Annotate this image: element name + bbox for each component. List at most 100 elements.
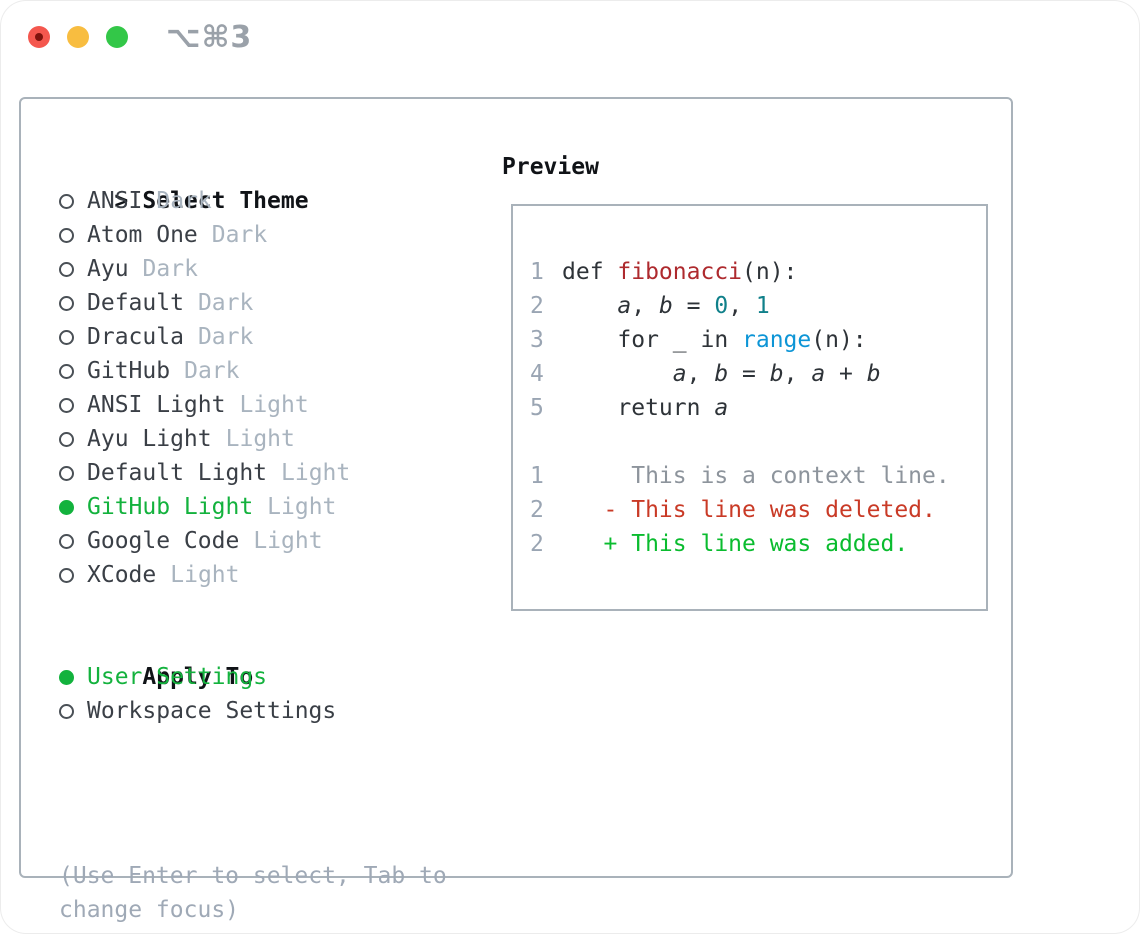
code-token-var: a bbox=[672, 361, 687, 387]
apply-to-title-text: Apply To bbox=[142, 664, 254, 690]
minimize-button[interactable] bbox=[67, 26, 89, 48]
radio-icon bbox=[59, 296, 74, 311]
theme-option-label: Ayu Light bbox=[87, 426, 212, 452]
theme-variant-badge: Dark bbox=[211, 222, 268, 248]
theme-variant-badge: Dark bbox=[156, 188, 212, 214]
apply-to-option-label: Workspace Settings bbox=[87, 698, 337, 724]
theme-option-label: ANSI Light bbox=[87, 392, 226, 418]
theme-option-label: XCode bbox=[87, 562, 157, 588]
code-token-plain: = bbox=[728, 361, 770, 387]
radio-icon bbox=[59, 262, 74, 277]
line-number: 3 bbox=[530, 327, 544, 353]
theme-variant-badge: Dark bbox=[142, 256, 198, 282]
theme-option-label: Google Code bbox=[87, 528, 240, 554]
radio-icon bbox=[59, 704, 74, 719]
theme-option-label: Dracula bbox=[87, 324, 184, 350]
code-token-var: b bbox=[769, 361, 784, 387]
code-token-var: b bbox=[714, 361, 729, 387]
line-number: 4 bbox=[530, 361, 544, 387]
preview-line-code: 5 return a bbox=[530, 391, 728, 425]
theme-option[interactable]: Default Light Light bbox=[59, 456, 350, 490]
apply-to-option[interactable]: Workspace Settings bbox=[59, 694, 336, 728]
line-number: 2 bbox=[530, 531, 544, 557]
code-token-var: b bbox=[866, 361, 881, 387]
theme-variant-badge: Light bbox=[267, 494, 337, 520]
code-token-plain: (n): bbox=[811, 327, 867, 353]
theme-list-title-text: Select Theme bbox=[142, 188, 309, 214]
theme-variant-badge: Dark bbox=[197, 324, 254, 350]
radio-icon bbox=[59, 534, 74, 549]
line-number: 1 bbox=[530, 259, 544, 285]
code-token-plain: return bbox=[562, 395, 715, 421]
theme-option[interactable]: Dracula Dark bbox=[59, 320, 253, 354]
code-token-var: a bbox=[811, 361, 826, 387]
code-token-num: 1 bbox=[755, 293, 770, 319]
apply-to-option[interactable]: User Settings bbox=[59, 660, 267, 694]
radio-icon bbox=[59, 500, 74, 515]
theme-option-label: Atom One bbox=[87, 222, 198, 248]
preview-line-code: 4 a, b = b, a + b bbox=[530, 357, 881, 391]
window-shortcut-label: ⌥⌘3 bbox=[166, 20, 253, 55]
code-token-plain: = bbox=[672, 293, 715, 319]
preview-line-diff: 2 - This line was deleted. bbox=[530, 493, 936, 527]
theme-option[interactable]: Default Dark bbox=[59, 286, 253, 320]
code-token-plain: def bbox=[562, 259, 618, 285]
hint-line-2: change focus) bbox=[59, 897, 240, 923]
theme-option[interactable]: Ayu Dark bbox=[59, 252, 198, 286]
line-number: 5 bbox=[530, 395, 544, 421]
close-button[interactable] bbox=[28, 26, 50, 48]
theme-variant-badge: Light bbox=[170, 562, 240, 588]
prompt-caret-icon: > bbox=[114, 188, 129, 214]
theme-variant-badge: Light bbox=[225, 426, 295, 452]
code-token-add: + This line was added. bbox=[562, 531, 909, 557]
radio-icon bbox=[59, 228, 74, 243]
code-token-var: a bbox=[714, 395, 729, 421]
theme-option[interactable]: Ayu Light Light bbox=[59, 422, 295, 456]
code-token-func: fibonacci bbox=[617, 259, 743, 285]
theme-option[interactable]: ANSI Dark bbox=[59, 184, 212, 218]
theme-option-label: GitHub Light bbox=[87, 494, 254, 520]
theme-variant-badge: Dark bbox=[197, 290, 254, 316]
preview-line-code: 2 a, b = 0, 1 bbox=[530, 289, 770, 323]
preview-title: Preview bbox=[502, 154, 599, 180]
keyboard-hint: (Use Enter to select, Tab to change focu… bbox=[59, 859, 447, 927]
radio-icon bbox=[59, 670, 74, 685]
theme-variant-badge: Light bbox=[253, 528, 323, 554]
theme-option[interactable]: GitHub Light Light bbox=[59, 490, 336, 524]
preview-line-code: 3 for _ in range(n): bbox=[530, 323, 867, 357]
code-token-plain: + bbox=[825, 361, 867, 387]
theme-option-label: Default Light bbox=[87, 460, 268, 486]
theme-option[interactable]: XCode Light bbox=[59, 558, 240, 592]
radio-icon bbox=[59, 194, 74, 209]
preview-line-code: 1 def fibonacci(n): bbox=[530, 255, 797, 289]
preview-line-diff: 2 + This line was added. bbox=[530, 527, 908, 561]
theme-option-label: Default bbox=[87, 290, 184, 316]
theme-option-label: Ayu bbox=[87, 256, 129, 282]
line-number: 1 bbox=[530, 463, 544, 489]
code-token-num: 0 bbox=[714, 293, 729, 319]
theme-variant-badge: Light bbox=[281, 460, 351, 486]
theme-variant-badge: Dark bbox=[184, 358, 240, 384]
theme-option[interactable]: Atom One Dark bbox=[59, 218, 267, 252]
radio-icon bbox=[59, 398, 74, 413]
theme-option-label: ANSI bbox=[87, 188, 143, 214]
code-token-plain: , bbox=[631, 293, 659, 319]
code-token-plain: (n): bbox=[742, 259, 798, 285]
theme-list-title: > Select Theme bbox=[59, 150, 308, 214]
hint-line-1: (Use Enter to select, Tab to bbox=[59, 863, 447, 889]
preview-line-diff: 1 This is a context line. bbox=[530, 459, 950, 493]
radio-icon bbox=[59, 568, 74, 583]
code-token-var: b bbox=[658, 293, 673, 319]
code-token-plain: , bbox=[783, 361, 812, 387]
line-number: 2 bbox=[530, 497, 544, 523]
zoom-button[interactable] bbox=[106, 26, 128, 48]
code-token-plain: , bbox=[686, 361, 715, 387]
theme-option[interactable]: Google Code Light bbox=[59, 524, 323, 558]
radio-icon bbox=[59, 466, 74, 481]
apply-to-option-label: User Settings bbox=[87, 664, 268, 690]
